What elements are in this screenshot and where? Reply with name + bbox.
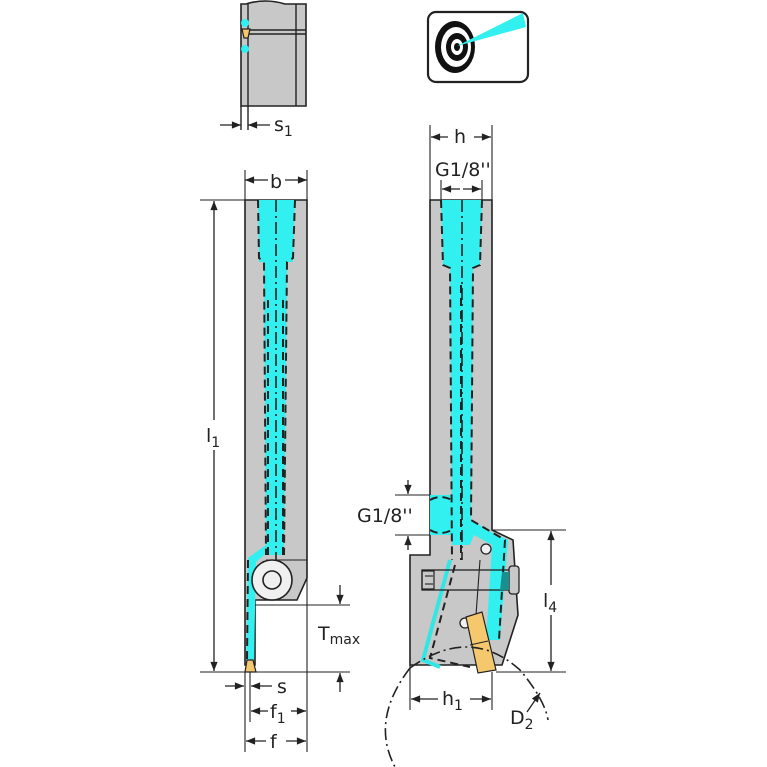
front-view: b l1 Tmax s <box>200 170 360 753</box>
dim-f-label: f <box>270 731 278 753</box>
dim-l4-label: l4 <box>543 590 557 616</box>
end-view: s1 <box>220 0 307 140</box>
insert-end <box>241 28 251 39</box>
dim-g18-side-label: G1/8'' <box>357 505 413 527</box>
coolant-target-icon <box>426 10 530 84</box>
side-view: h G1/8'' <box>357 125 566 767</box>
dim-l1-label: l1 <box>206 425 220 451</box>
dim-d2-label: D2 <box>510 707 534 733</box>
coolant-port-dot <box>241 19 249 27</box>
dim-h-label: h <box>454 126 466 148</box>
dim-b-label: b <box>270 171 282 193</box>
dim-s1-label: s1 <box>274 114 293 140</box>
dim-g18-top-label: G1/8'' <box>435 159 491 181</box>
dim-f1-label: f1 <box>270 701 286 727</box>
dim-s-label: s <box>277 676 287 698</box>
dim-tmax-label: Tmax <box>317 623 360 648</box>
coolant-port-dot <box>241 45 249 53</box>
dim-h1-label: h1 <box>442 688 463 714</box>
